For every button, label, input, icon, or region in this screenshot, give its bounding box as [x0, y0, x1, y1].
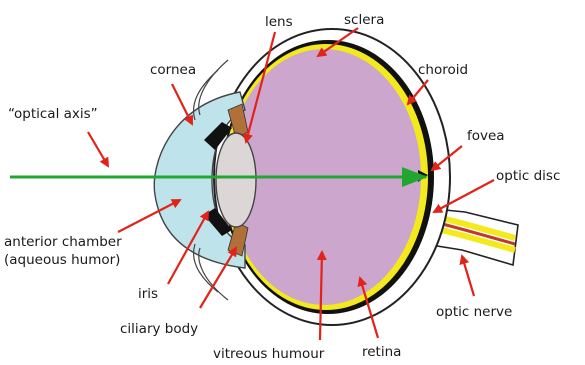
arrow-cornea: [172, 84, 192, 124]
label-cornea: cornea: [150, 62, 196, 78]
arrow-optical-axis: [88, 132, 108, 166]
label-sclera: sclera: [344, 12, 384, 28]
label-anterior-chamber: anterior chamber: [4, 234, 122, 250]
label-choroid: choroid: [418, 62, 468, 78]
label-optical-axis: “optical axis”: [8, 106, 98, 122]
label-optic-nerve: optic nerve: [436, 304, 512, 320]
label-ciliary-body: ciliary body: [120, 321, 198, 337]
label-optic-disc: optic disc: [496, 168, 560, 184]
lens-shape: [216, 133, 256, 227]
label-lens: lens: [265, 14, 293, 30]
label-retina: retina: [362, 344, 401, 360]
label-vitreous-humour: vitreous humour: [213, 346, 325, 362]
arrow-optic-nerve: [462, 256, 474, 296]
label-fovea: fovea: [467, 128, 505, 144]
label-iris: iris: [138, 286, 158, 302]
label-aqueous-humor: (aqueous humor): [4, 252, 120, 268]
